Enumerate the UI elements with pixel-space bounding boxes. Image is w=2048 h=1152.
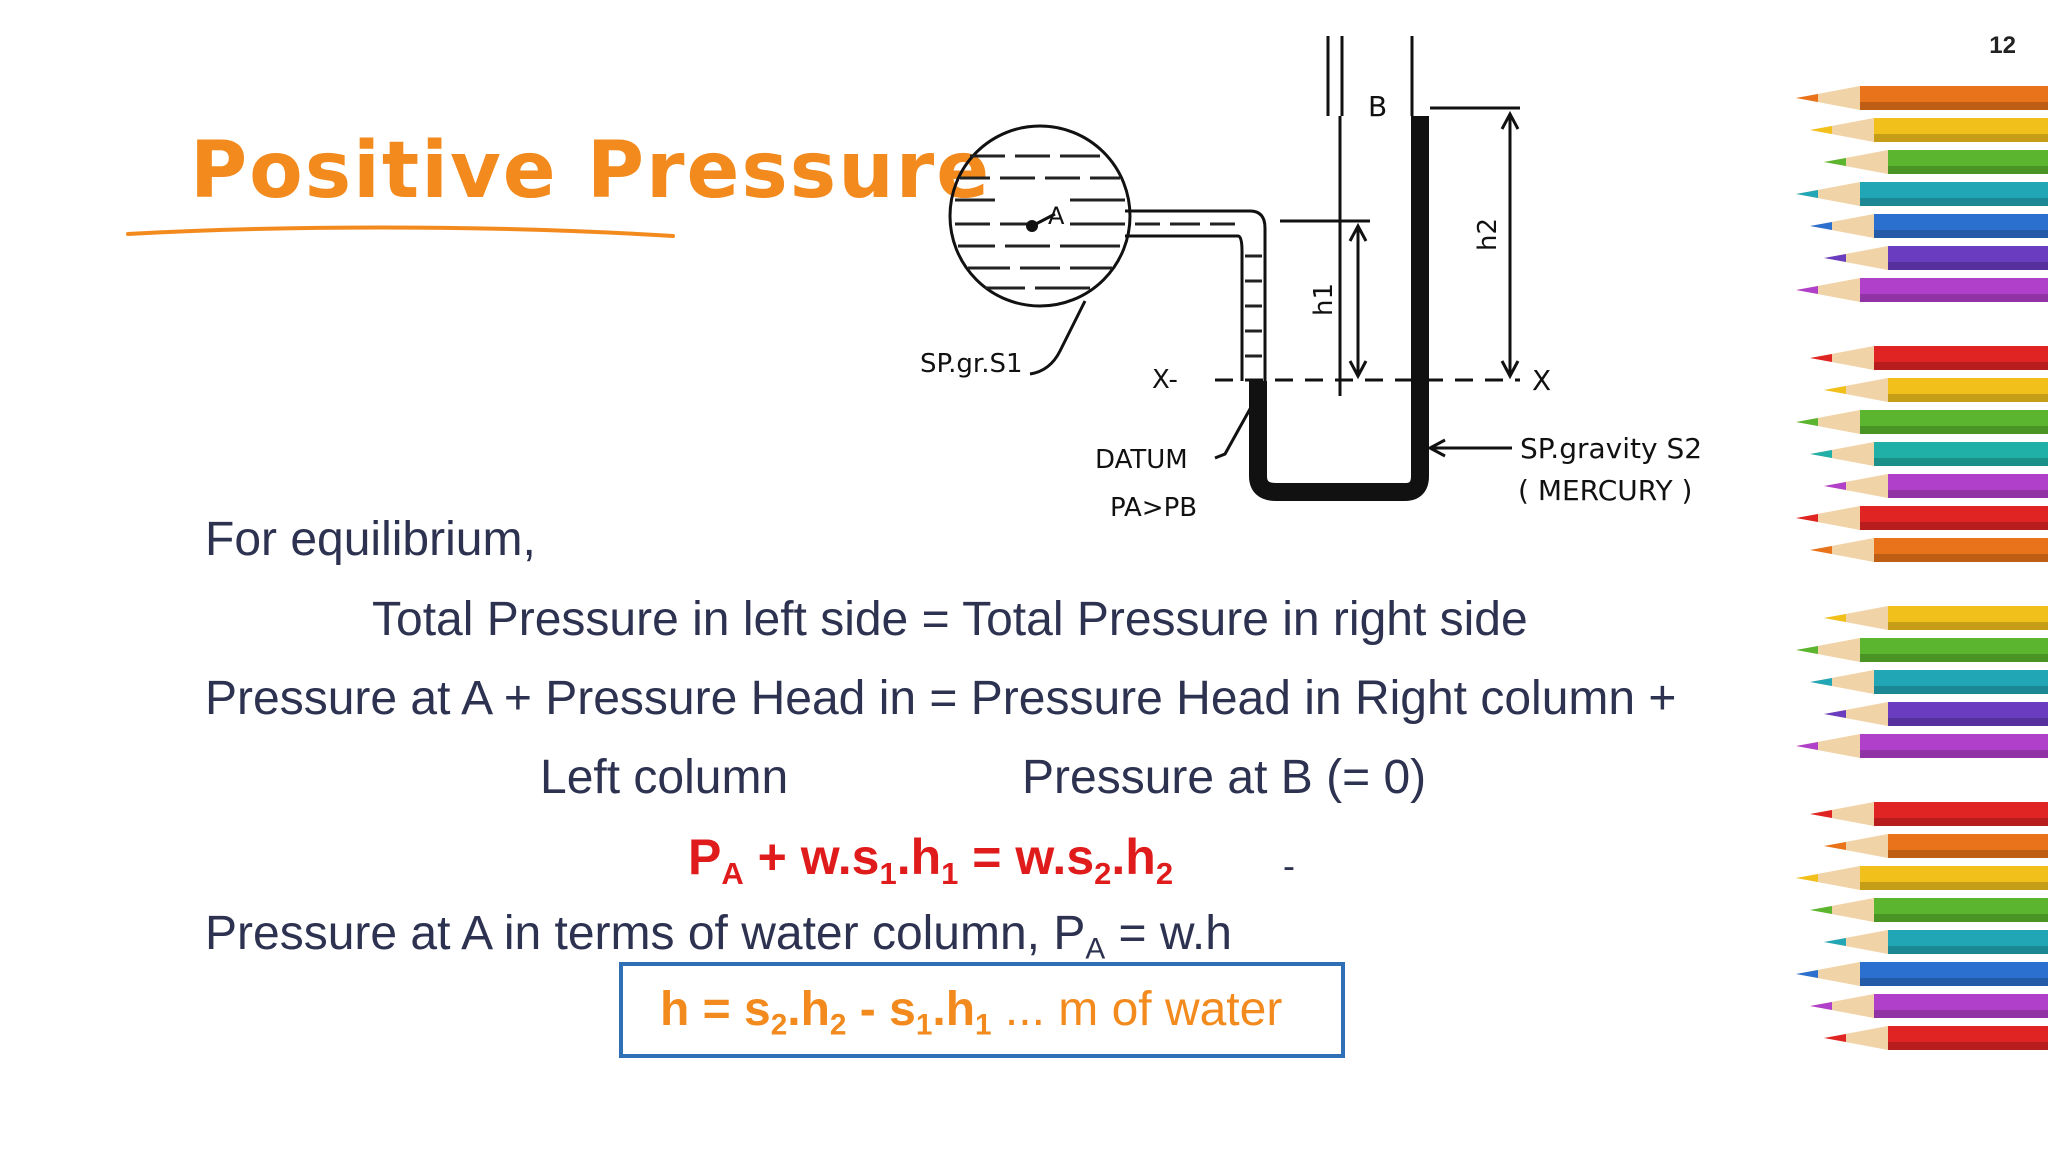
answer-equation: h = s2.h2 - s1.h1 ... m of water — [660, 983, 1283, 1042]
label-h2: h2 — [1473, 218, 1503, 251]
pencil-icon — [1824, 474, 2048, 498]
pencil-icon — [1824, 150, 2048, 174]
equilibrium-equation: PA + w.s1.h1 = w.s2.h2 — [688, 829, 1174, 891]
pencil-icon — [1824, 834, 2048, 858]
pipe-bulb — [948, 124, 1132, 308]
pencil-icon — [1796, 866, 2048, 890]
pencil-icon — [1810, 994, 2048, 1018]
pencil-icon — [1824, 378, 2048, 402]
pencil-icon — [1796, 506, 2048, 530]
pencil-icon — [1824, 930, 2048, 954]
label-h1: h1 — [1309, 283, 1339, 316]
pencil-icon — [1796, 86, 2048, 110]
pencil-icon — [1810, 898, 2048, 922]
decorative-pencils — [1796, 86, 2048, 1050]
pencil-icon — [1796, 410, 2048, 434]
total-pressure-line: Total Pressure in left side = Total Pres… — [372, 593, 1528, 646]
label-mercury: ( MERCURY ) — [1518, 474, 1692, 507]
pencil-icon — [1810, 346, 2048, 370]
pencil-icon — [1824, 1026, 2048, 1050]
pencil-icon — [1824, 246, 2048, 270]
label-a: A — [1048, 202, 1065, 230]
pencil-icon — [1796, 734, 2048, 758]
pencil-icon — [1824, 702, 2048, 726]
label-datum: DATUM — [1095, 445, 1188, 475]
answer-box — [619, 962, 1345, 1058]
slide-title: Positive Pressure — [190, 126, 992, 216]
pencil-icon — [1796, 278, 2048, 302]
pencil-icon — [1810, 538, 2048, 562]
label-s1: SP.gr.S1 — [920, 349, 1023, 379]
label-pa-pb: PA>PB — [1110, 493, 1197, 523]
label-s2: SP.gravity S2 — [1520, 432, 1702, 465]
pressure-b-label: Pressure at B (= 0) — [1022, 751, 1427, 804]
manometer-diagram: A B h1 h2 X- X SP.gr.S1 DATUM PA>PB SP.g… — [920, 36, 1702, 523]
pencil-icon — [1810, 214, 2048, 238]
dash-mark: - — [1283, 845, 1295, 886]
label-b: B — [1368, 90, 1387, 123]
left-column-label: Left column — [540, 751, 789, 804]
pencil-icon — [1824, 606, 2048, 630]
pencil-icon — [1810, 802, 2048, 826]
pencil-icon — [1796, 962, 2048, 986]
pencil-icon — [1810, 118, 2048, 142]
pressure-head-line: Pressure at A + Pressure Head in = Press… — [205, 672, 1677, 725]
slide-number: 12 — [1989, 32, 2016, 59]
equilibrium-heading: For equilibrium, — [205, 513, 536, 566]
title-underline — [126, 225, 675, 238]
water-column-line: Pressure at A in terms of water column, … — [205, 907, 1232, 966]
pencil-icon — [1796, 638, 2048, 662]
pencil-icon — [1810, 442, 2048, 466]
pencil-icon — [1810, 670, 2048, 694]
pencil-icon — [1796, 182, 2048, 206]
label-x-left: X- — [1152, 365, 1178, 395]
label-x-right: X — [1532, 364, 1551, 397]
